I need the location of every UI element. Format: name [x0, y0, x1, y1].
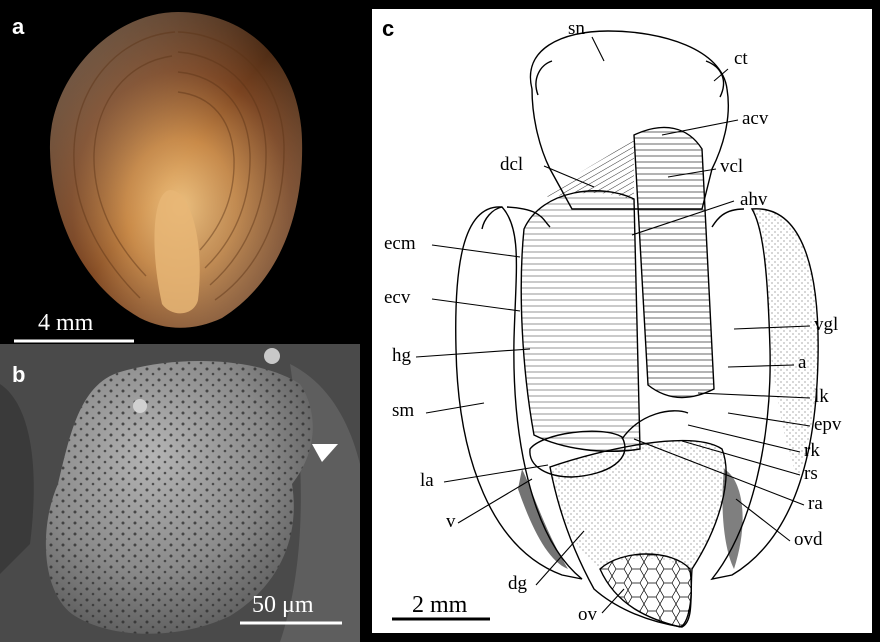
label-ra: ra	[808, 494, 823, 513]
label-ahv: ahv	[740, 190, 767, 209]
panel-letter-a: a	[12, 16, 24, 38]
label-vcl: vcl	[720, 157, 743, 176]
label-la: la	[420, 471, 434, 490]
scale-bar-label-b: 50 μm	[252, 593, 314, 617]
label-ecv: ecv	[384, 288, 410, 307]
scale-bar-label-c: 2 mm	[412, 593, 467, 617]
label-sn: sn	[568, 19, 585, 38]
label-hg: hg	[392, 346, 411, 365]
label-ov: ov	[578, 605, 597, 624]
label-ct: ct	[734, 49, 748, 68]
label-epv: epv	[814, 415, 841, 434]
label-acv: acv	[742, 109, 768, 128]
scale-bar-label-a: 4 mm	[38, 311, 93, 335]
label-sm: sm	[392, 401, 414, 420]
label-vgl: vgl	[814, 315, 838, 334]
label-a: a	[798, 353, 806, 372]
label-v: v	[446, 512, 456, 531]
label-lk: lk	[814, 387, 829, 406]
panel-c-anatomy-drawing: c 2 mm sn ct acv dcl vcl ahv ecm ecv vgl…	[372, 9, 872, 633]
label-rs: rs	[804, 464, 818, 483]
panel-b-sem-image: b 50 μm	[0, 344, 360, 642]
panel-a-shell-photo: a 4 mm	[0, 0, 360, 344]
shell-photo	[0, 0, 360, 344]
label-ecm: ecm	[384, 234, 416, 253]
label-dcl: dcl	[500, 155, 523, 174]
label-rk: rk	[804, 441, 820, 460]
label-dg: dg	[508, 574, 527, 593]
panel-letter-c: c	[382, 18, 394, 40]
panel-letter-b: b	[12, 364, 25, 386]
label-ovd: ovd	[794, 530, 823, 549]
